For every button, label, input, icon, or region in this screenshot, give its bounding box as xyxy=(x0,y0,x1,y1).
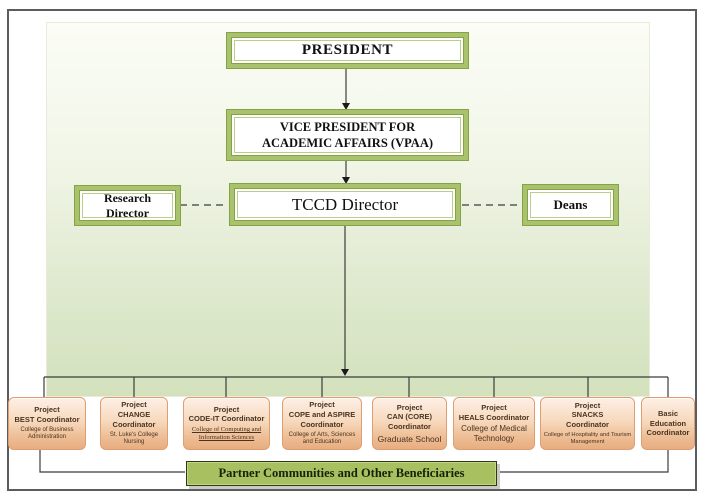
coordinator-unit: St. Luke's College Nursing xyxy=(109,431,159,446)
node-basic-education-coordinator: Basic Education Coordinator xyxy=(641,397,695,450)
coordinator-title: Project SNACKS Coordinator xyxy=(566,400,609,430)
banner-label: Partner Communities and Other Beneficiar… xyxy=(218,466,465,480)
node-tccd-director: TCCD Director xyxy=(230,184,460,225)
coordinator-title: Project CHANGE Coordinator xyxy=(112,400,156,429)
node-project-can-core-coordinator: Project CAN (CORE) Coordinator Graduate … xyxy=(372,397,447,450)
coordinator-title: Project COPE and ASPIRE Coordinator xyxy=(288,400,356,429)
coordinator-unit: College of Hospitality and Tourism Manag… xyxy=(543,431,632,446)
node-project-best-coordinator: Project BEST Coordinator College of Busi… xyxy=(8,397,86,450)
chart-outer-border xyxy=(7,9,697,491)
coordinator-title: Basic Education Coordinator xyxy=(646,408,690,438)
deans-label: Deans xyxy=(553,197,588,212)
coordinator-unit: College of Arts, Sciences and Education xyxy=(288,431,356,446)
node-partner-communities-banner: Partner Communities and Other Beneficiar… xyxy=(186,461,497,486)
node-project-heals-coordinator: Project HEALS Coordinator College of Med… xyxy=(453,397,535,450)
node-project-code-it-coordinator: Project CODE-IT Coordinator College of C… xyxy=(183,397,270,450)
node-vice-president-academic-affairs: VICE PRESIDENT FOR ACADEMIC AFFAIRS (VPA… xyxy=(227,110,468,160)
node-research-director: Research Director xyxy=(75,186,180,225)
coordinator-unit: College of Business Administration xyxy=(20,426,74,441)
coordinator-unit: College of Medical Technology xyxy=(461,424,527,444)
coordinator-title: Project HEALS Coordinator xyxy=(458,402,530,422)
research-director-label: Research Director xyxy=(103,190,152,220)
node-project-change-coordinator: Project CHANGE Coordinator St. Luke's Co… xyxy=(100,397,168,450)
node-project-snacks-coordinator: Project SNACKS Coordinator College of Ho… xyxy=(540,397,635,450)
node-president: PRESIDENT xyxy=(227,33,468,68)
vpaa-label: VICE PRESIDENT FOR ACADEMIC AFFAIRS (VPA… xyxy=(261,119,434,150)
coordinator-title: Project BEST Coordinator xyxy=(14,405,80,424)
coordinator-title: Project CODE-IT Coordinator xyxy=(188,404,265,424)
node-project-cope-aspire-coordinator: Project COPE and ASPIRE Coordinator Coll… xyxy=(282,397,362,450)
president-label: PRESIDENT xyxy=(301,42,394,58)
coordinator-unit: Graduate School xyxy=(377,433,442,444)
coordinator-title: Project CAN (CORE) Coordinator xyxy=(387,402,432,432)
node-deans: Deans xyxy=(523,185,618,225)
coordinator-unit: College of Computing and Information Sci… xyxy=(191,426,262,442)
tccd-director-label: TCCD Director xyxy=(291,194,399,214)
